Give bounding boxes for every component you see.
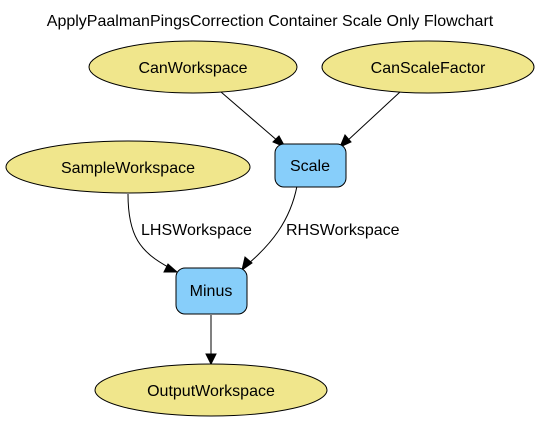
edge-sampleworkspace-minus bbox=[127, 193, 171, 269]
edge-label-rhs: RHSWorkspace bbox=[286, 222, 400, 239]
arrowhead-canscalefactor-scale bbox=[339, 134, 352, 148]
arrowhead-minus-output bbox=[205, 353, 217, 366]
node-can-scale-factor: CanScaleFactor bbox=[321, 40, 535, 94]
node-output-workspace-label: OutputWorkspace bbox=[147, 383, 275, 400]
node-scale-label: Scale bbox=[290, 158, 330, 175]
node-output-workspace: OutputWorkspace bbox=[94, 363, 328, 417]
diagram-title: ApplyPaalmanPingsCorrection Container Sc… bbox=[47, 13, 494, 30]
edge-canworkspace-scale bbox=[220, 91, 280, 143]
node-minus-label: Minus bbox=[190, 283, 233, 300]
node-can-workspace-label: CanWorkspace bbox=[138, 60, 247, 77]
node-minus: Minus bbox=[175, 267, 248, 315]
node-can-workspace: CanWorkspace bbox=[88, 40, 298, 94]
node-sample-workspace: SampleWorkspace bbox=[5, 140, 251, 194]
arrowhead-sampleworkspace-minus bbox=[163, 263, 179, 273]
node-can-scale-factor-label: CanScaleFactor bbox=[371, 60, 486, 77]
arrowhead-scale-minus bbox=[241, 256, 253, 272]
node-sample-workspace-label: SampleWorkspace bbox=[61, 160, 195, 177]
node-scale: Scale bbox=[274, 143, 347, 188]
edge-label-lhs: LHSWorkspace bbox=[141, 222, 252, 239]
edge-canscalefactor-scale bbox=[345, 91, 401, 143]
edge-scale-minus bbox=[247, 185, 298, 265]
